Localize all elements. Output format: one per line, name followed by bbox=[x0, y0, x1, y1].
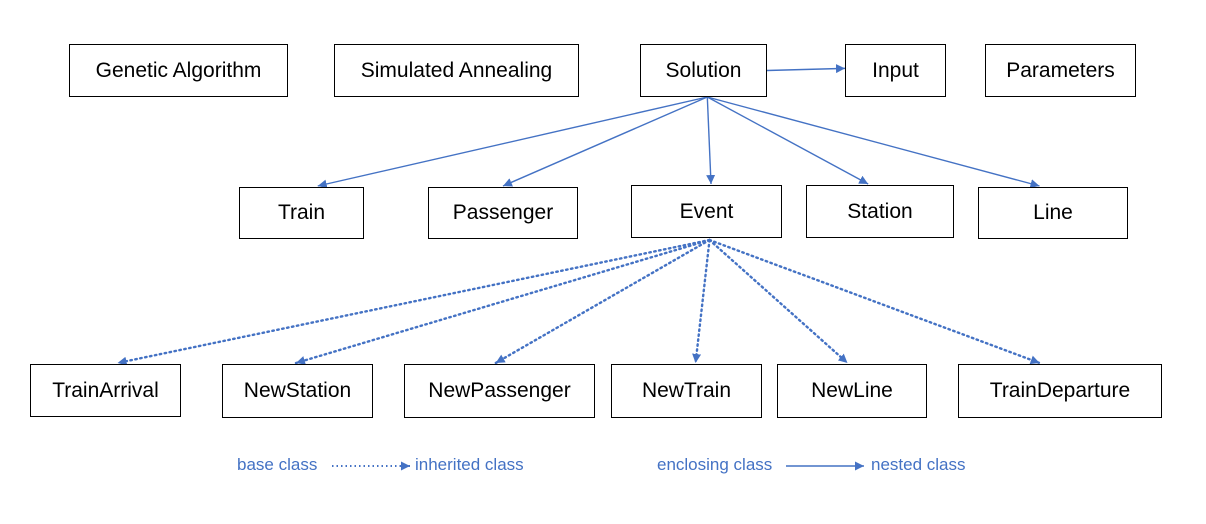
genetic-algorithm-box: Genetic Algorithm bbox=[69, 44, 288, 97]
input-label: Input bbox=[872, 58, 919, 82]
solution-label: Solution bbox=[665, 58, 742, 82]
event-box: Event bbox=[631, 185, 782, 238]
station-box: Station bbox=[806, 185, 954, 238]
station-label: Station bbox=[847, 199, 913, 223]
train-departure-label: TrainDeparture bbox=[989, 379, 1131, 402]
input-box: Input bbox=[845, 44, 946, 97]
edges bbox=[116, 64, 1041, 366]
parameters-box: Parameters bbox=[985, 44, 1136, 97]
new-line-box: NewLine bbox=[777, 364, 927, 418]
train-box: Train bbox=[239, 187, 364, 239]
legend-base-class: base class bbox=[237, 455, 318, 474]
event-label: Event bbox=[679, 199, 734, 223]
genetic-algorithm-label: Genetic Algorithm bbox=[95, 58, 262, 82]
train-label: Train bbox=[277, 201, 326, 224]
new-train-box: NewTrain bbox=[611, 364, 762, 418]
new-passenger-box: NewPassenger bbox=[404, 364, 595, 418]
edge-event-to-train-arrival bbox=[116, 238, 711, 366]
edge-event-to-new-passenger bbox=[494, 238, 711, 365]
edge-event-to-train-departure bbox=[708, 238, 1041, 365]
new-passenger-label: NewPassenger bbox=[428, 379, 571, 402]
edge-solution-to-input bbox=[766, 64, 846, 74]
train-arrival-label: TrainArrival bbox=[52, 378, 159, 402]
legend-inherited-class: inherited class bbox=[415, 455, 524, 474]
train-arrival-box: TrainArrival bbox=[30, 364, 181, 417]
train-departure-box: TrainDeparture bbox=[958, 364, 1162, 418]
edge-event-to-new-train bbox=[692, 238, 711, 365]
edge-solution-to-passenger bbox=[502, 96, 708, 187]
edge-event-to-new-line bbox=[708, 238, 849, 365]
simulated-annealing-label: Simulated Annealing bbox=[360, 58, 553, 82]
simulated-annealing-box: Simulated Annealing bbox=[334, 44, 579, 97]
edge-solution-to-train bbox=[317, 96, 708, 189]
edge-solution-to-line bbox=[707, 96, 1040, 189]
passenger-label: Passenger bbox=[452, 201, 554, 224]
new-line-label: NewLine bbox=[811, 379, 893, 402]
line-label: Line bbox=[1033, 201, 1073, 224]
legend-enclosing-class: enclosing class bbox=[657, 455, 773, 474]
line-box: Line bbox=[978, 187, 1128, 239]
edge-solution-to-station bbox=[706, 96, 869, 185]
edge-event-to-new-station bbox=[294, 238, 711, 365]
new-station-label: NewStation bbox=[243, 379, 352, 402]
new-station-box: NewStation bbox=[222, 364, 373, 418]
new-train-label: NewTrain bbox=[641, 379, 732, 402]
legend-nested-class: nested class bbox=[871, 455, 966, 474]
edge-solution-to-event bbox=[706, 96, 716, 185]
parameters-label: Parameters bbox=[1006, 58, 1115, 82]
passenger-box: Passenger bbox=[428, 187, 578, 239]
solution-box: Solution bbox=[640, 44, 767, 97]
